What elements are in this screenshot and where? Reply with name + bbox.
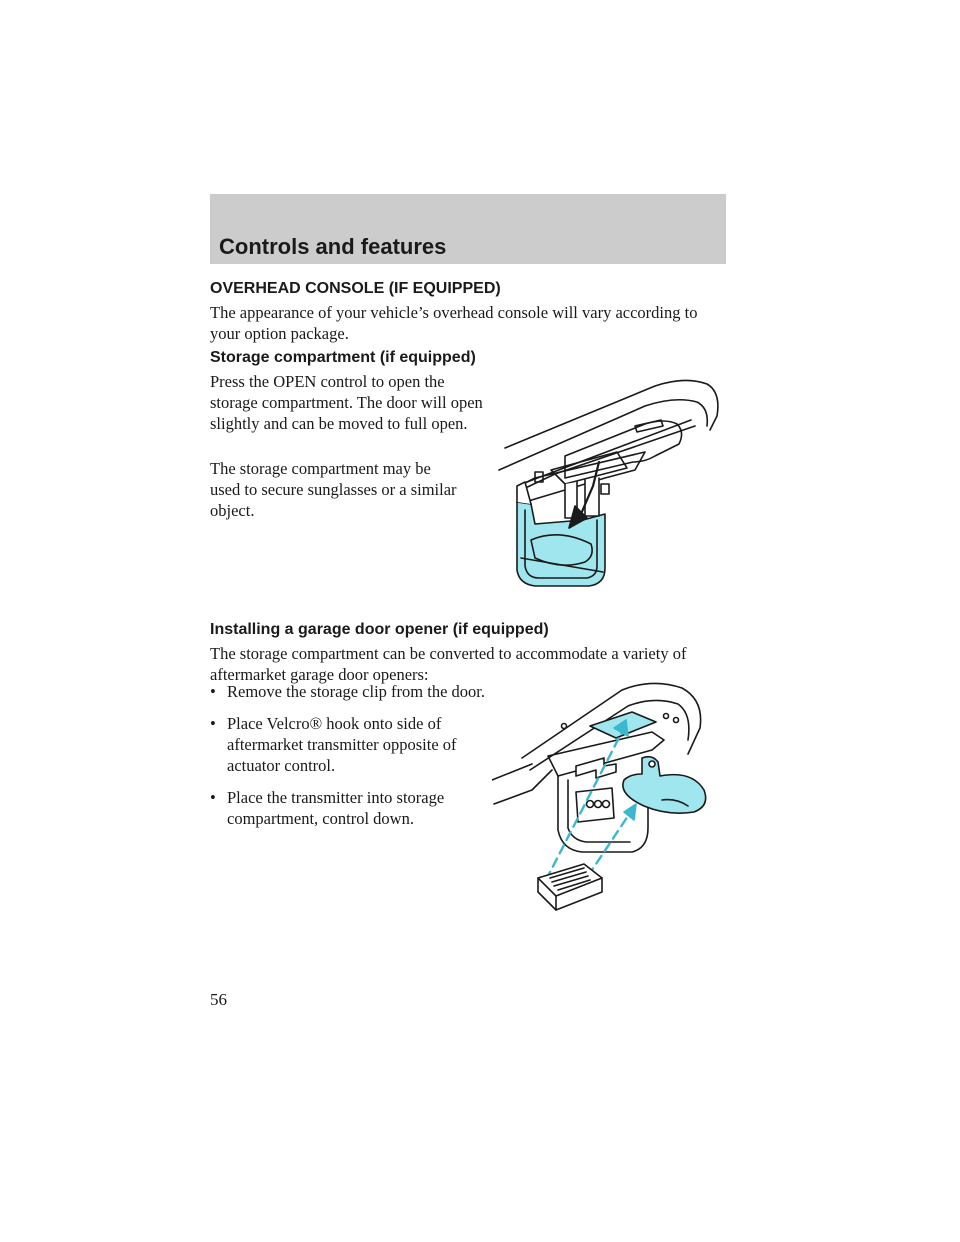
garage-intro-paragraph: The storage compartment can be converted…	[210, 644, 687, 684]
list-item: • Place Velcro® hook onto side of afterma…	[210, 713, 490, 776]
section-title: OVERHEAD CONSOLE (IF EQUIPPED)	[210, 280, 501, 297]
list-item-text: Place the transmitter into storage compa…	[227, 788, 445, 828]
storage-paragraph-2: The storage compartment may be used to s…	[210, 459, 457, 520]
bullet-icon: •	[210, 788, 216, 807]
list-item: • Place the transmitter into storage comp…	[210, 787, 490, 829]
storage-heading: Storage compartment (if equipped)	[210, 349, 476, 366]
list-item-text: Place Velcro® hook onto side of aftermar…	[227, 714, 457, 775]
list-item-text: Remove the storage clip from the door.	[227, 682, 485, 701]
list-item: • Remove the storage clip from the door.	[210, 681, 490, 702]
garage-heading: Installing a garage door opener (if equi…	[210, 621, 549, 638]
header-band	[210, 194, 726, 264]
storage-compartment-illustration	[498, 379, 719, 587]
page-number: 56	[210, 990, 227, 1009]
page-header-title: Controls and features	[219, 234, 447, 259]
garage-steps-list: •Remove the storage clip from the door. …	[210, 681, 490, 840]
storage-paragraph-1: Press the OPEN control to open the stora…	[210, 372, 483, 433]
intro-paragraph: The appearance of your vehicle’s overhea…	[210, 303, 698, 343]
garage-opener-illustration	[492, 682, 707, 911]
bullet-icon: •	[210, 714, 216, 733]
bullet-icon: •	[210, 682, 216, 701]
